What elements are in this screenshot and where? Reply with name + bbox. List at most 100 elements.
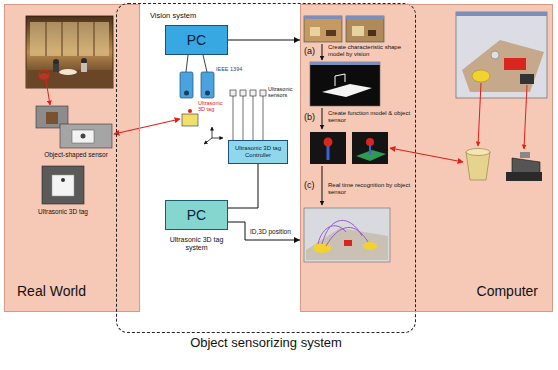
room-photo [53,59,59,65]
red-pointer [39,70,50,105]
tag-photo [42,166,84,204]
camera-image [346,16,384,19]
text-label: (a) [304,46,321,56]
label-box: Ultrasonic sensors [268,86,298,99]
camera-image [304,16,342,42]
text-label: Ultrasonic sensors [268,86,298,99]
scene-screenshot [462,40,544,92]
scene-screenshot [456,12,547,98]
scene-screenshot [456,12,547,16]
panel-title: Real World [17,283,86,299]
cup-object [466,149,490,181]
sensor-photo [60,124,112,148]
red-pointer [478,83,481,146]
label-box: Create function model & object sensor [328,110,412,124]
red-pointer [524,85,527,149]
function-model-image [369,144,371,155]
label-box: Create characteristic shape model by vis… [328,44,412,58]
recognition-image [313,243,331,253]
object-photo [46,112,58,124]
label-box: Ultrasonic 3D tag system [158,236,235,252]
axis-symbol [204,127,223,144]
camera-image [304,16,342,19]
scene-screenshot [472,70,490,82]
red-link [114,119,180,134]
room-photo [30,22,109,56]
text-label: Ultrasonic 3D tag system [158,236,235,252]
system-region: Object sensorizing systemPCUltrasonic 3D… [116,3,416,333]
red-link [390,148,463,162]
axis-symbol [204,138,212,144]
flow-arrow [322,44,323,205]
scene-screenshot [456,12,547,98]
tag-photo [61,178,65,182]
camera [201,72,214,98]
room-photo [26,16,113,88]
shape-model-window [310,62,380,106]
label-box: (c) [304,180,321,190]
connector [228,222,300,243]
text-label: Ultrasonic 3D tag [198,100,228,113]
room-photo [59,69,77,75]
scene-screenshot [520,74,534,84]
camera-cable [186,55,207,72]
recognition-image [318,220,368,246]
axis-symbol [212,127,213,138]
tag-device [188,109,192,113]
panel-ground [300,4,553,312]
label-box: Ultrasonic 3D tag [20,208,106,215]
connector-line [228,164,258,208]
pc-label: PC [187,32,206,48]
room-photo [53,64,59,72]
computer-panel: Computer [300,4,553,312]
camera-image [346,16,384,42]
axis-symbol [212,138,223,139]
label-box: Ultrasonic 3D tag [198,100,228,113]
text-label: Ultrasonic 3D tag [20,208,106,215]
recognition-image [306,228,388,260]
red-link [114,119,180,134]
camera [180,72,214,98]
cup-object [466,152,490,180]
object-photo [36,106,68,128]
flow-arrow [322,166,323,205]
flow-arrow [322,44,323,60]
shape-model-window [310,62,380,65]
edge-label-box: ID,3D position [249,228,292,235]
ultrasonic-sensor [230,90,266,140]
label-box: (a) [304,46,321,56]
flow-arrow [322,108,323,129]
function-model-image [327,144,330,160]
sensor-photo [81,134,86,139]
tag-photo [42,166,84,204]
text-label: (c) [304,180,321,190]
label-box: Real time recognition by object sensor [328,182,412,196]
controller-box: Ultrasonic 3D tag Controller [228,140,288,164]
connector-line [228,222,300,240]
panel-ground [4,4,140,312]
red-pointer [39,70,49,80]
camera-image [326,30,336,36]
ultrasonic-sensor [250,90,256,96]
pc-box: PC [165,25,228,55]
red-pointer [478,83,527,149]
camera [184,91,189,96]
ultrasonic-sensor [260,90,266,96]
controller-label: Ultrasonic 3D tag Controller [231,145,285,159]
tag-device [182,114,198,126]
scene-screenshot [504,58,526,70]
room-photo [81,63,87,72]
text-label: Real time recognition by object sensor [328,182,412,196]
shape-model-window [310,62,380,106]
pc-box: PC [165,200,228,230]
text-label: Object-shaped sensor [40,151,112,158]
red-link [390,148,463,162]
ultrasonic-sensor [233,96,263,140]
function-model-image [310,132,346,164]
recognition-image [344,240,352,246]
stapler-object [520,152,530,158]
camera-image [368,30,376,36]
function-model-image [366,138,374,146]
